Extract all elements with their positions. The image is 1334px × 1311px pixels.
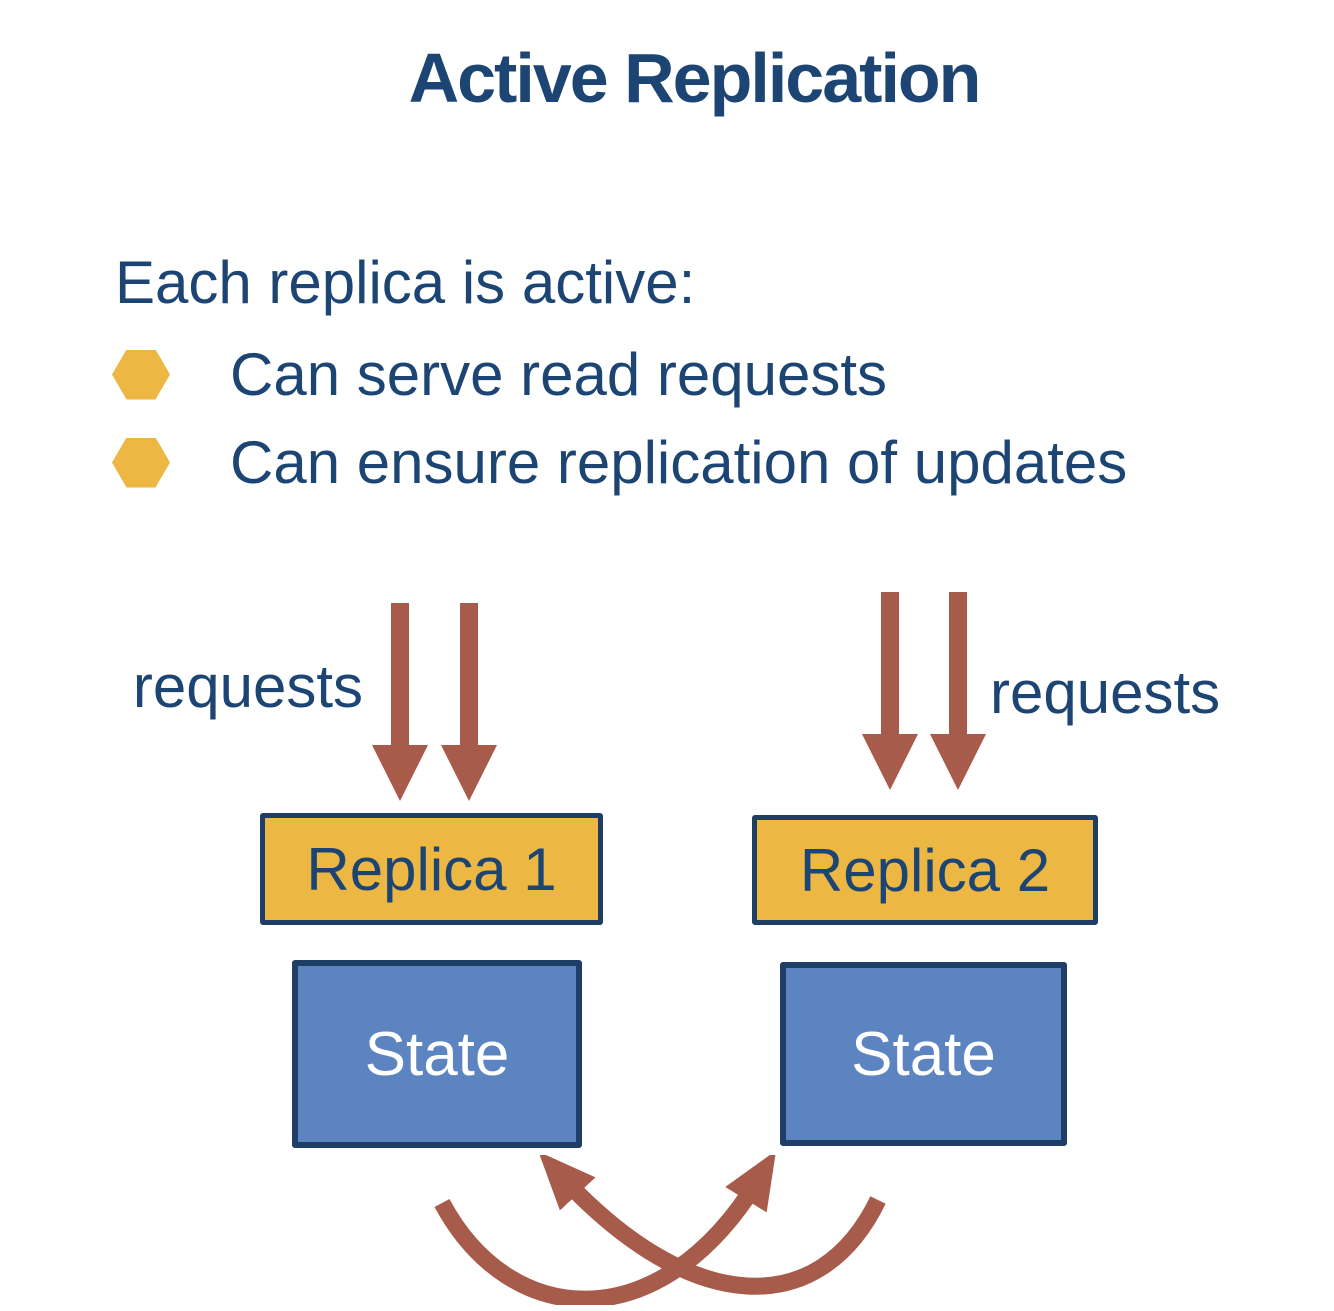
bullet-item: Can ensure replication of updates [112,428,1127,497]
exchange-arrow-left-to-right [434,1155,777,1305]
bullet-item: Can serve read requests [112,340,887,409]
hexagon-bullet-icon [112,437,170,488]
bullet-text: Can ensure replication of updates [230,429,1128,496]
requests-label-left: requests [132,653,363,720]
replica-2-box: Replica 2 [752,815,1098,925]
hexagon-bullet-icon [112,349,170,400]
replica-2-label: Replica 2 [799,836,1051,904]
bullet-text: Can serve read requests [230,341,888,408]
exchange-arrow-right-to-left [538,1155,886,1295]
replica-1-box: Replica 1 [260,813,603,925]
requests-label-right: requests [990,659,1221,726]
replica-1-label: Replica 1 [306,835,557,903]
state-1-box: State [292,960,582,1148]
state-replication-arrows [434,1155,886,1305]
down-arrow-icon [862,592,918,790]
down-arrow-icon [441,603,497,801]
intro-text: Each replica is active: [115,249,696,316]
state-2-box: State [780,962,1067,1146]
state-2-label: State [851,1019,996,1089]
down-arrow-icon [372,603,428,801]
state-1-label: State [364,1019,510,1089]
down-arrow-icon [930,592,986,790]
slide-title: Active Replication [408,39,982,117]
